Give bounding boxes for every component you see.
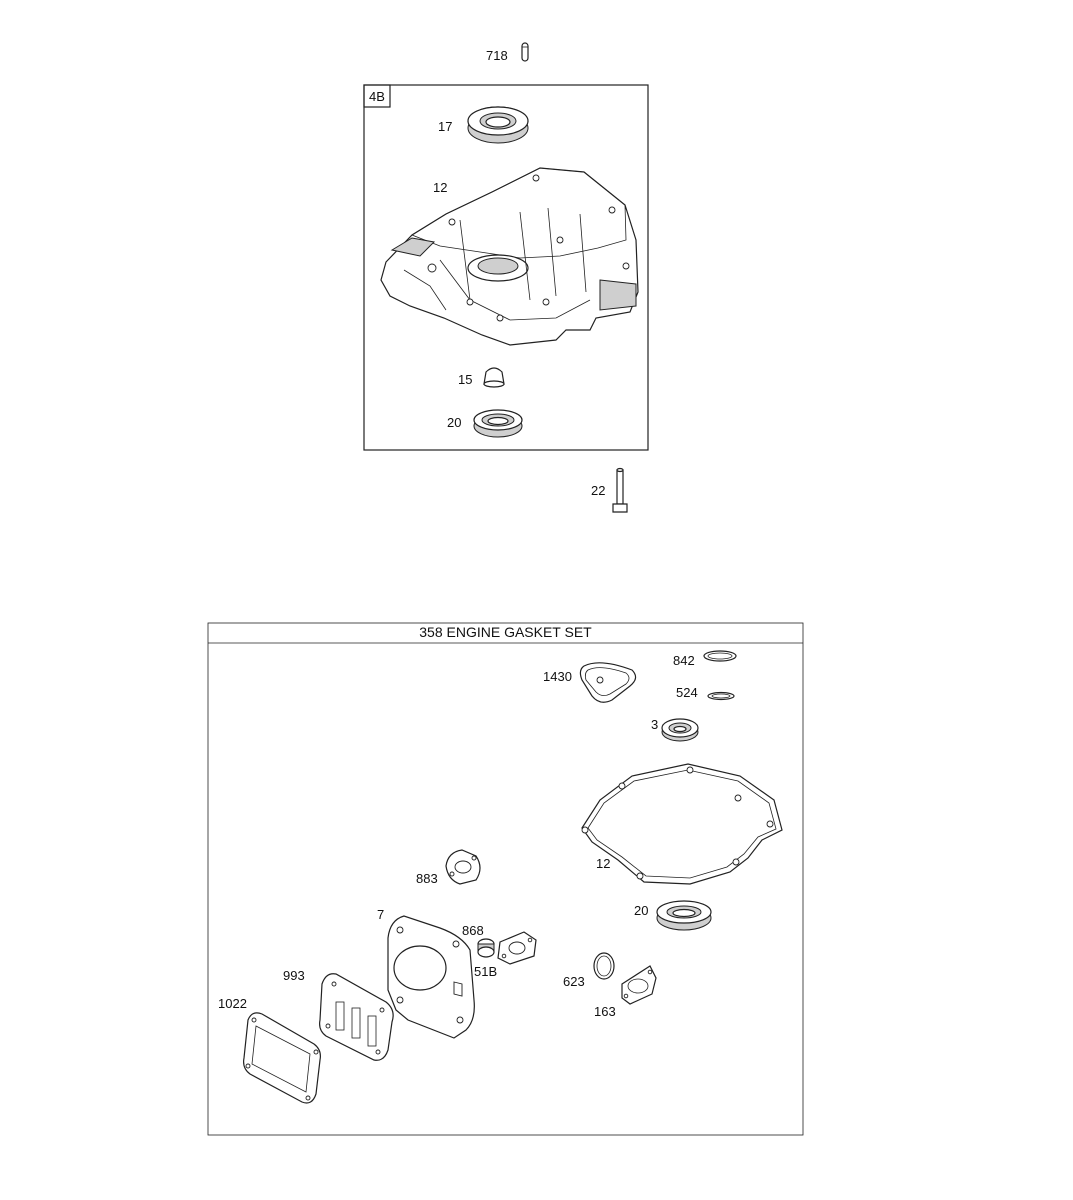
part-3-seal [661, 718, 699, 742]
gasket-set-title: 358 ENGINE GASKET SET [419, 624, 592, 640]
label-20b: 20 [634, 903, 648, 918]
label-883: 883 [416, 871, 438, 886]
label-623: 623 [563, 974, 585, 989]
gasket-set-box [207, 622, 804, 1136]
part-163-gasket [621, 965, 657, 1005]
part-868-ring [477, 938, 495, 958]
part-51b-gasket [497, 931, 537, 965]
part-1430-gasket [579, 662, 637, 703]
label-12b: 12 [596, 856, 610, 871]
label-1430: 1430 [543, 669, 572, 684]
label-12: 12 [433, 180, 447, 195]
label-20: 20 [447, 415, 461, 430]
part-718-pin [521, 42, 529, 62]
label-993: 993 [283, 968, 305, 983]
part-623-oring [593, 952, 615, 980]
label-524: 524 [676, 685, 698, 700]
part-20-seal [473, 409, 523, 438]
part-22-bolt [612, 467, 628, 513]
label-868: 868 [462, 923, 484, 938]
label-22: 22 [591, 483, 605, 498]
label-1022: 1022 [218, 996, 247, 1011]
part-12-gasket [581, 763, 783, 885]
label-718: 718 [486, 48, 508, 63]
label-15: 15 [458, 372, 472, 387]
label-51b: 51B [474, 964, 497, 979]
part-883-gasket [445, 849, 481, 885]
label-163: 163 [594, 1004, 616, 1019]
label-3: 3 [651, 717, 658, 732]
group-4b-tag: 4B [369, 89, 385, 104]
part-12-crankcase-cover [380, 167, 639, 346]
part-842-oring [703, 650, 737, 662]
part-993-gasket [319, 973, 394, 1061]
part-17-oil-seal [467, 106, 529, 144]
part-15-cap [483, 367, 505, 388]
part-7-head-gasket [387, 915, 475, 1039]
group-4b-tag-box [363, 84, 391, 108]
label-17: 17 [438, 119, 452, 134]
label-842: 842 [673, 653, 695, 668]
part-20-seal-b [656, 900, 712, 931]
part-1022-gasket [243, 1012, 321, 1104]
part-524-oring [707, 691, 735, 701]
label-7: 7 [377, 907, 384, 922]
group-4b-box [363, 84, 649, 451]
